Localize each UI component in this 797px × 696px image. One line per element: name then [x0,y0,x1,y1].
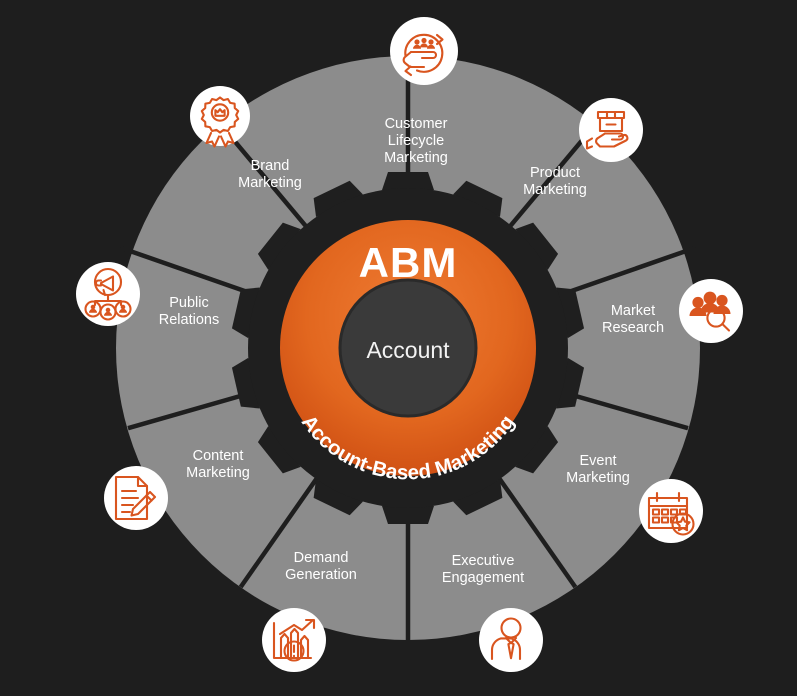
label-line: Marketing [523,182,587,198]
hand-holding-box-icon [585,110,629,150]
segment-demand-generation[interactable]: Demand Generation [285,550,357,583]
label-line: Event [579,453,616,469]
icon-badge-executive-engagement[interactable] [479,608,543,672]
megaphone-network-icon [84,267,132,321]
label-line: Brand [251,158,290,174]
label-line: Demand [294,550,349,566]
businessman-icon [490,617,522,661]
icon-badge-content-marketing[interactable] [104,466,168,530]
label-line: Generation [285,567,357,583]
label-line: Relations [159,312,219,328]
label-line: Marketing [566,470,630,486]
label-line: Research [602,320,664,336]
label-line: Marketing [238,175,302,191]
icon-badge-demand-generation[interactable] [262,608,326,672]
account-label: Account [366,337,450,363]
segment-product-marketing[interactable]: Product Marketing [523,165,587,198]
icon-badge-customer-lifecycle-marketing[interactable] [390,17,458,85]
label-line: Market [611,303,655,319]
label-line: Content [193,448,244,464]
label-line: Customer [385,116,448,132]
inner-hub-circle [338,278,478,418]
label-line: Product [530,165,580,181]
segment-brand-marketing[interactable]: Brand Marketing [238,158,302,191]
icon-badge-public-relations[interactable] [76,262,140,326]
calendar-star-icon [647,491,695,536]
abm-title: ABM [359,239,458,286]
segment-customer-lifecycle-marketing[interactable]: Customer Lifecycle Marketing [384,116,448,166]
icon-badge-market-research[interactable] [679,279,743,343]
label-line: Marketing [186,465,250,481]
hand-holding-people-cycle-icon [402,33,444,77]
document-pencil-icon [114,475,157,521]
award-ribbon-crown-icon [200,96,240,148]
icon-badge-event-marketing[interactable] [639,479,703,543]
segment-content-marketing[interactable]: Content Marketing [186,448,250,481]
label-line: Public [169,295,209,311]
label-line: Engagement [442,570,524,586]
segment-event-marketing[interactable]: Event Marketing [566,453,630,486]
label-line: Marketing [384,150,448,166]
segment-market-research[interactable]: Market Research [602,303,664,336]
segment-labels: Customer Lifecycle Marketing Product Mar… [159,116,664,586]
people-magnifier-icon [689,291,731,332]
icon-badge-brand-marketing[interactable] [190,86,250,148]
label-line: Lifecycle [388,133,444,149]
icon-badge-product-marketing[interactable] [579,98,643,162]
segment-executive-engagement[interactable]: Executive Engagement [442,553,524,586]
segment-public-relations[interactable]: Public Relations [159,295,219,328]
gear-hub: ABM Account Account-Based Marketing [231,172,585,524]
bar-chart-arrow-alert-icon [272,618,316,662]
label-line: Executive [452,553,515,569]
